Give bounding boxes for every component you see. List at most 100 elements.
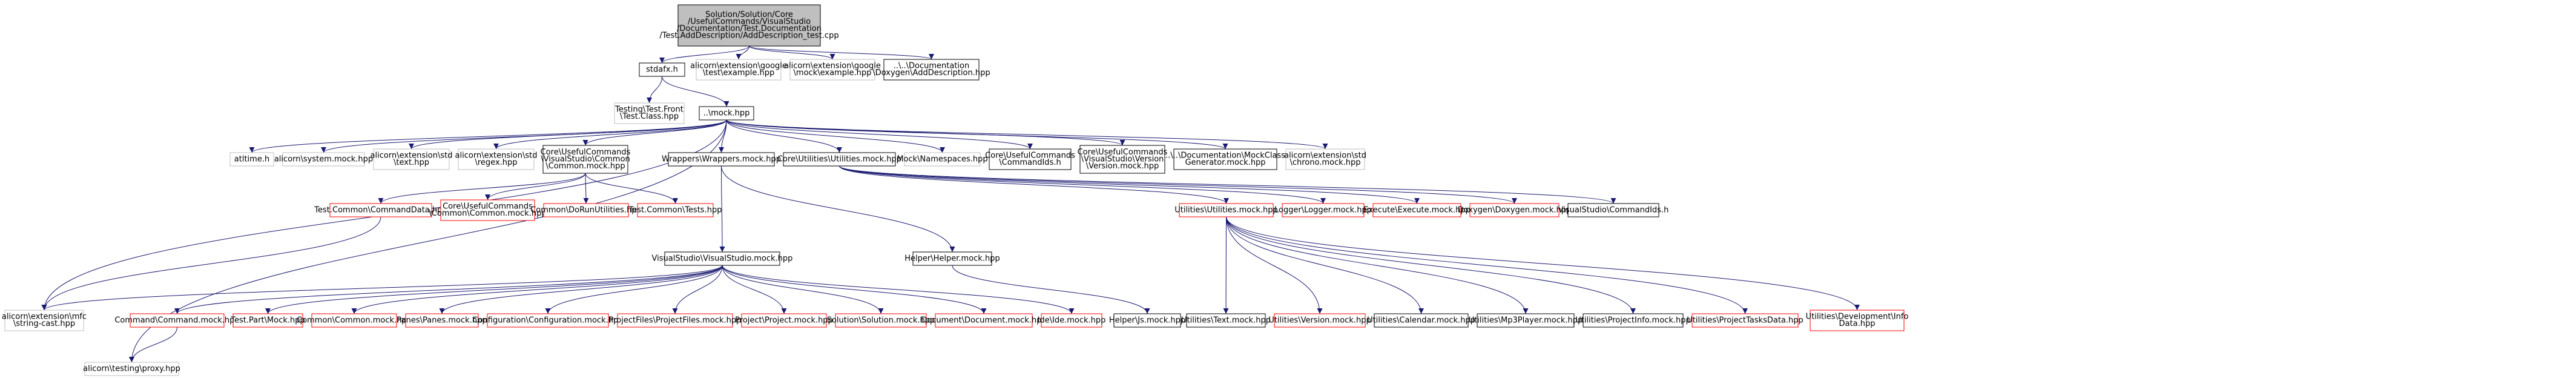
node-box-test_common_tests	[637, 203, 714, 217]
node-document_mock[interactable]: Document\Document.mock.hpp	[921, 313, 1047, 328]
node-box-std_chrono	[1285, 148, 1365, 170]
edge-mock-to-std_regex	[493, 119, 727, 150]
node-box-doxygen_mock	[1469, 203, 1560, 217]
node-label: Utilities\ProjectTasksData.hpp	[1687, 316, 1804, 325]
edge-utilities_mock-to-utilities_projecttasksdata	[1226, 216, 1748, 314]
node-stdafx[interactable]: stdafx.h	[639, 62, 685, 77]
node-mock[interactable]: ..\mock.hpp	[699, 106, 754, 121]
node-box-gmock_example	[789, 59, 875, 81]
node-doxygen_mock[interactable]: Doxygen\Doxygen.mock.hpp	[1458, 203, 1572, 217]
edge-wrappers_mock-to-helper_mock	[721, 165, 955, 253]
node-label: Ide\Ide.mock.hpp	[1038, 316, 1106, 325]
node-testing_front[interactable]: Testing\Test.Front\Test.Class.hpp	[614, 102, 685, 124]
node-label: Core\UsefulCommands	[985, 151, 1075, 161]
node-command_mock[interactable]: Command\Command.mock.hpp	[114, 313, 240, 328]
node-commanddata[interactable]: Test.Common\CommandData.hpp	[314, 203, 447, 217]
node-testing_proxy[interactable]: alicorn\testing\proxy.hpp	[83, 362, 180, 376]
node-test_common_tests[interactable]: Test.Common\Tests.hpp	[628, 203, 722, 217]
node-label: stdafx.h	[646, 65, 678, 74]
node-atltime[interactable]: atltime.h	[229, 152, 274, 167]
node-execute_mock[interactable]: Execute\Execute.mock.hpp	[1363, 203, 1471, 217]
edge-root-to-gmock_example	[749, 45, 835, 60]
node-gtest_example[interactable]: alicorn\extension\google\test\example.hp…	[690, 59, 787, 81]
node-test_part_mock[interactable]: Test.Part\Mock.hpp	[230, 313, 305, 328]
node-utilities_version[interactable]: Utilities\Version.mock.hpp	[1268, 313, 1371, 328]
node-system_mock[interactable]: alicorn\system.mock.hpp	[274, 152, 373, 167]
node-projectfiles_mock[interactable]: ProjectFiles\ProjectFiles.mock.hpp	[609, 313, 742, 328]
node-root[interactable]: Solution/Solution/Core/UsefulCommands/Vi…	[659, 4, 839, 47]
node-std_chrono[interactable]: alicorn\extension\std\chrono.mock.hpp	[1284, 148, 1366, 170]
node-std_text[interactable]: alicorn\extension\std\text.hpp	[371, 148, 453, 170]
edge-utilities_mock_core-to-vs_commandids	[839, 165, 1616, 204]
node-box-command_mock	[130, 313, 225, 328]
node-wrappers_mock[interactable]: Wrappers\Wrappers.mock.hpp	[662, 152, 781, 167]
node-label: Test.Common\CommandData.hpp	[314, 205, 447, 214]
edge-root-to-doxygen_adddesc	[749, 45, 934, 60]
node-std_regex[interactable]: alicorn\extension\std\regex.hpp	[455, 148, 538, 170]
node-commandids[interactable]: Core\UsefulCommands\CommandIds.h	[985, 148, 1075, 170]
node-configuration_mock[interactable]: Configuration\Configuration.mock.hpp	[472, 313, 624, 328]
edge-mock-to-mock_namespaces	[726, 119, 945, 153]
edge-utilities_mock-to-utilities_version	[1226, 216, 1323, 314]
node-panes_mock[interactable]: Panes\Panes.mock.hpp	[397, 313, 487, 328]
node-doxygen_adddesc[interactable]: ..\..\Documentation\Doxygen\AddDescripti…	[872, 59, 990, 81]
node-label: Utilities\Version.mock.hpp	[1268, 316, 1371, 325]
edge-visualstudio_mock-to-projectfiles_mock	[672, 265, 723, 314]
node-label: alicorn\extension\google	[784, 62, 881, 71]
node-vs_commandids[interactable]: VisualStudio\CommandIds.h	[1558, 203, 1669, 217]
node-helper_js_mock[interactable]: Helper\Js.mock.hpp	[1109, 313, 1185, 328]
edge-command_mock-to-testing_proxy	[129, 327, 177, 363]
node-label: VisualStudio\VisualStudio.mock.hpp	[652, 254, 793, 263]
node-box-testing_front	[614, 102, 685, 124]
edge-root-to-gtest_example	[736, 45, 749, 60]
node-box-testing_proxy	[84, 362, 179, 376]
node-visualstudio_mock[interactable]: VisualStudio\VisualStudio.mock.hpp	[652, 251, 793, 266]
node-common_common_mock[interactable]: Core\UsefulCommands\Common\Common.mock.h…	[429, 199, 547, 221]
node-helper_mock[interactable]: Helper\Helper.mock.hpp	[904, 251, 1000, 266]
node-logger_mock[interactable]: Logger\Logger.mock.hpp	[1274, 203, 1372, 217]
node-label: alicorn\extension\std	[455, 151, 538, 161]
node-box-root	[677, 4, 821, 47]
node-solution_mock[interactable]: Solution\Solution.mock.hpp	[827, 313, 935, 328]
node-common_mock2[interactable]: Common\Common.mock.hpp	[297, 313, 412, 328]
node-label: /Documentation/Test.Documentation	[677, 24, 822, 33]
node-box-system_mock	[282, 152, 365, 167]
node-label: \test\example.hpp	[703, 68, 775, 78]
node-box-mock_namespaces	[904, 152, 981, 167]
node-utilities_projecttasksdata[interactable]: Utilities\ProjectTasksData.hpp	[1687, 313, 1804, 328]
node-utilities_calendar[interactable]: Utilities\Calendar.mock.hpp	[1367, 313, 1475, 328]
node-box-stdafx	[639, 62, 685, 77]
node-box-std_regex	[458, 148, 535, 170]
node-label: Utilities\ProjectInfo.mock.hpp	[1575, 316, 1690, 325]
edge-mock-to-utilities_mock_core	[726, 119, 842, 153]
node-box-logger_mock	[1282, 203, 1365, 217]
edge-utilities_mock-to-utilities_projectinfo	[1226, 216, 1636, 314]
node-utilities_mock_core[interactable]: Core\Utilities\Utilities.mock.hpp	[777, 152, 901, 167]
node-dorun_utilities[interactable]: Common\DoRunUtilities.hpp	[530, 203, 642, 217]
edge-common_mock-to-dorun_utilities	[583, 173, 589, 204]
edge-visualstudio_mock-to-ide_mock	[722, 265, 1075, 314]
node-box-std_text	[373, 148, 450, 170]
node-box-utilities_mock	[1179, 203, 1274, 217]
node-utilities_text[interactable]: Utilities\Text.mock.hpp	[1181, 313, 1271, 328]
node-box-utilities_version	[1274, 313, 1366, 328]
edge-utilities_mock_core-to-utilities_mock	[839, 165, 1229, 204]
node-mockclass_gen[interactable]: ..\..\Documentation\MockClassGenerator.m…	[1165, 148, 1285, 170]
node-mfc_string_cast[interactable]: alicorn\extension\mfc\string-cast.hpp	[2, 310, 87, 331]
node-common_mock[interactable]: Core\UsefulCommands\VisualStudio\Common\…	[541, 145, 631, 174]
node-version_mock_core[interactable]: Core\UsefulCommands\VisualStudio\Version…	[1078, 145, 1168, 174]
node-label: \Common.mock.hpp	[545, 162, 625, 171]
node-label: Core\UsefulCommands	[443, 202, 533, 211]
node-utilities_projectinfo[interactable]: Utilities\ProjectInfo.mock.hpp	[1575, 313, 1691, 328]
node-label: alicorn\extension\std	[371, 151, 453, 161]
node-label: Utilities\Calendar.mock.hpp	[1367, 316, 1475, 325]
node-mock_namespaces[interactable]: Mock\Namespaces.hpp	[897, 152, 988, 167]
node-utilities_mp3player[interactable]: Utilities\Mp3Player.mock.hpp	[1469, 313, 1583, 328]
node-utilities_mock[interactable]: Utilities\Utilities.mock.hpp	[1174, 203, 1278, 217]
node-ide_mock[interactable]: Ide\Ide.mock.hpp	[1038, 313, 1106, 328]
node-label: \CommandIds.h	[999, 158, 1061, 167]
node-project_mock[interactable]: Project\Project.mock.hpp	[735, 313, 833, 328]
node-gmock_example[interactable]: alicorn\extension\google\mock\example.hp…	[784, 59, 881, 81]
node-box-solution_mock	[835, 313, 927, 328]
